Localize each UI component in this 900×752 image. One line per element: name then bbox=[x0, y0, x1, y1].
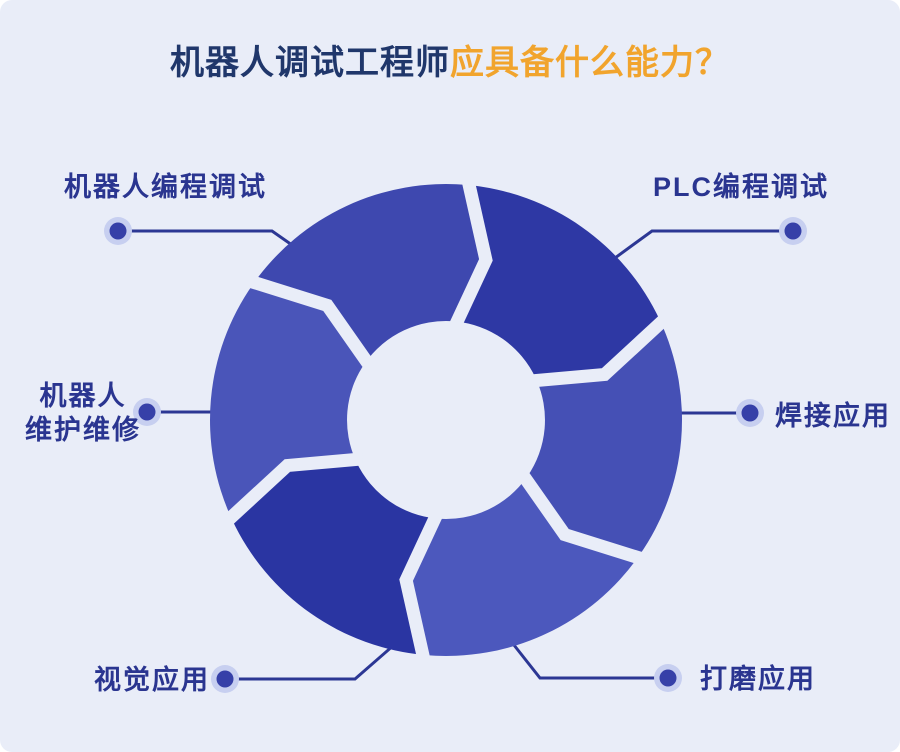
cycle-segments bbox=[210, 183, 682, 657]
callout-polishing: 打磨应用 bbox=[700, 664, 816, 694]
dot-core bbox=[784, 222, 802, 240]
gap-bottom bbox=[399, 508, 444, 665]
callout-plc-programming: PLC编程调试 bbox=[653, 172, 829, 202]
segment-robot-programming bbox=[252, 183, 486, 364]
gap-upper-right bbox=[528, 312, 672, 388]
dot-core bbox=[741, 404, 759, 422]
connector-line-vision bbox=[225, 636, 403, 681]
gap-upper-left bbox=[244, 273, 376, 371]
connector-line-polishing bbox=[508, 639, 668, 680]
callout-welding: 焊接应用 bbox=[775, 401, 891, 431]
dot-core bbox=[659, 669, 677, 687]
segment-polishing bbox=[406, 476, 640, 657]
title-accent: 应具备什么能力？ bbox=[450, 44, 730, 82]
dot-core bbox=[216, 670, 234, 688]
dot-core bbox=[138, 403, 156, 421]
connector-dots bbox=[104, 217, 807, 693]
page-title: 机器人调试工程师应具备什么能力？ bbox=[0, 42, 900, 85]
gap-lower-left bbox=[220, 452, 364, 528]
callout-vision: 视觉应用 bbox=[94, 665, 210, 695]
gap-top bbox=[448, 175, 493, 332]
dot-plc-programming bbox=[779, 217, 807, 245]
dot-polishing bbox=[654, 664, 682, 692]
connector-line-plc-programming bbox=[603, 229, 793, 268]
title-primary: 机器人调试工程师 bbox=[170, 44, 450, 82]
dot-robot-programming bbox=[104, 217, 132, 245]
callout-robot-maintenance: 机器人 维护维修 bbox=[25, 381, 141, 445]
segment-gaps bbox=[220, 175, 672, 665]
dot-vision bbox=[211, 665, 239, 693]
dot-robot-maintenance bbox=[133, 398, 161, 426]
dot-welding bbox=[736, 399, 764, 427]
segment-plc-programming bbox=[454, 184, 660, 379]
segment-vision bbox=[232, 461, 438, 656]
dot-core bbox=[109, 222, 127, 240]
callout-robot-programming: 机器人编程调试 bbox=[64, 172, 267, 202]
gap-lower-right bbox=[516, 469, 648, 567]
